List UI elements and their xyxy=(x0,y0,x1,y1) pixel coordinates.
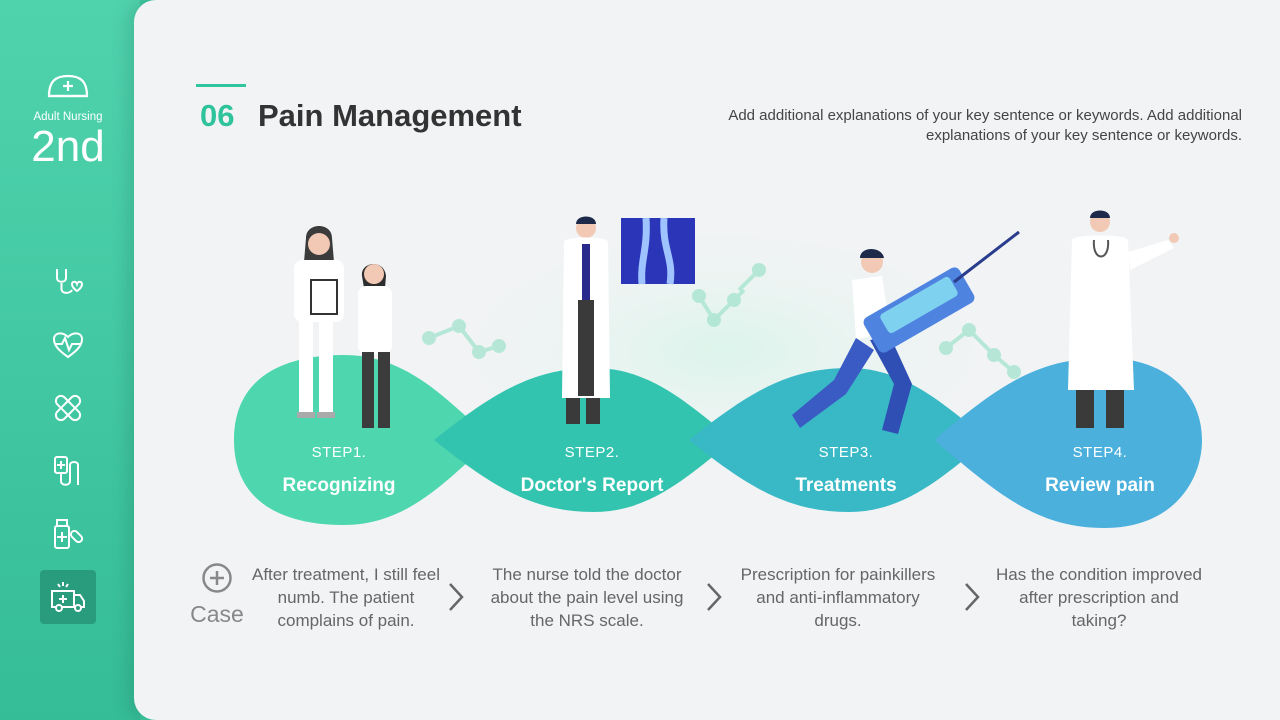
step-2-number: STEP2. xyxy=(564,444,620,461)
step-4-number: STEP4. xyxy=(1072,444,1128,461)
title-accent-line xyxy=(196,84,246,87)
sidebar-item-heart[interactable] xyxy=(40,318,96,372)
step-1-label: STEP1. Recognizing xyxy=(239,444,439,497)
step-4-description: Has the condition improved after prescri… xyxy=(995,565,1202,630)
chevron-right-icon xyxy=(707,583,722,611)
medicine-icon xyxy=(54,519,84,549)
iv-drip-icon xyxy=(54,456,79,486)
case-marker: Case xyxy=(182,562,252,628)
plus-circle-icon[interactable] xyxy=(201,562,233,594)
sidebar: Adult Nursing 2nd xyxy=(0,0,140,720)
step-3-title: Treatments xyxy=(795,475,897,496)
steps-graphic xyxy=(234,200,1202,528)
step-2-title: Doctor's Report xyxy=(520,475,664,496)
molecule-decoration xyxy=(422,263,1021,379)
step-4-title: Review pain xyxy=(1045,475,1155,496)
step-1-title: Recognizing xyxy=(282,475,396,496)
chevron-right-icon xyxy=(449,583,464,611)
sidebar-item-bandage[interactable] xyxy=(40,381,96,435)
page-title: Pain Management xyxy=(258,98,522,133)
content-card: 06 Pain Management Add additional explan… xyxy=(134,0,1280,720)
doctor-pointing-illustration xyxy=(1068,210,1179,428)
sidebar-item-medicine[interactable] xyxy=(40,507,96,561)
bandage-icon xyxy=(54,394,82,422)
brand-subtitle: Adult Nursing xyxy=(33,111,103,123)
sidebar-item-iv-drip[interactable] xyxy=(40,444,96,498)
heart-pulse-icon xyxy=(52,332,84,359)
wave-shape-step2 xyxy=(434,368,734,512)
section-number: 06 xyxy=(200,98,235,133)
step-1-description: After treatment, I still feel numb. The … xyxy=(251,565,440,630)
chevron-right-icon xyxy=(965,583,980,611)
wave-shape-step3 xyxy=(689,368,989,512)
sidebar-item-stethoscope[interactable] xyxy=(40,255,96,309)
stethoscope-heart-icon xyxy=(56,269,84,294)
doctor-syringe-illustration xyxy=(792,230,1020,434)
case-label: Case xyxy=(190,601,244,627)
step-3-label: STEP3. Treatments xyxy=(746,444,946,497)
step-2-label: STEP2. Doctor's Report xyxy=(492,444,692,497)
sidebar-item-ambulance[interactable] xyxy=(40,570,96,624)
step-2-description: The nurse told the doctor about the pain… xyxy=(490,565,684,630)
nurse-patient-illustration xyxy=(294,226,392,428)
step-1-number: STEP1. xyxy=(311,444,367,461)
nurse-cap-icon xyxy=(47,74,89,98)
header-note: Add additional explanations of your key … xyxy=(728,107,1242,144)
ambulance-icon xyxy=(51,582,85,612)
step-3-description: Prescription for painkillers and anti-in… xyxy=(740,565,936,630)
brand: Adult Nursing 2nd xyxy=(0,72,136,171)
wave-shape-step4 xyxy=(934,358,1202,528)
doctor-xray-illustration xyxy=(562,216,695,424)
brand-title: 2nd xyxy=(31,122,105,171)
step-3-number: STEP3. xyxy=(818,444,874,461)
step-4-label: STEP4. Review pain xyxy=(1000,444,1200,497)
